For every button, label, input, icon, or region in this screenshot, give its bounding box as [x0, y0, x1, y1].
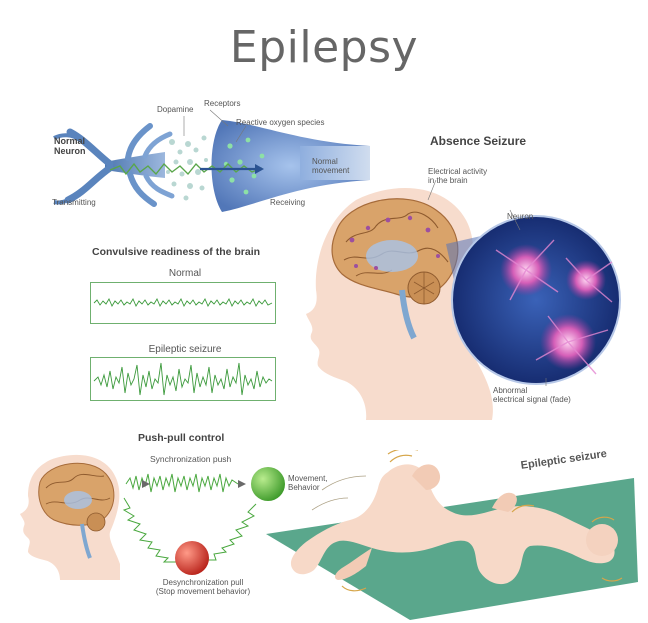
transmitting-label: Transmitting	[52, 198, 96, 207]
page-title: Epilepsy	[229, 22, 419, 73]
normal-eeg-panel	[90, 282, 276, 324]
normal-eeg-label: Normal	[168, 268, 202, 279]
seizure-eeg-label: Epileptic seizure	[148, 344, 222, 355]
seizure-eeg-panel	[90, 357, 276, 401]
neuron-label: Neuron	[507, 212, 534, 221]
dopamine-label: Dopamine	[157, 105, 194, 114]
receptors-label: Receptors	[204, 99, 241, 108]
epileptic-seizure-body-illustration	[266, 450, 638, 620]
receiving-label: Receiving	[270, 198, 306, 207]
sync-push-label: Synchronization push	[150, 454, 232, 464]
push-pull-illustration	[20, 454, 285, 580]
ros-label: Reactive oxygen species	[236, 118, 325, 127]
push-pull-title: Push-pull control	[138, 432, 225, 444]
electrical-activity-label: Electrical activity in the brain	[428, 167, 488, 186]
convulsive-title: Convulsive readiness of the brain	[92, 246, 261, 258]
absence-seizure-title: Absence Seizure	[430, 134, 527, 148]
normal-neuron-label: Normal Neuron	[54, 136, 86, 157]
absence-seizure-head-illustration	[306, 179, 621, 420]
desync-pull-label: Desynchronization pull (Stop movement be…	[155, 578, 251, 597]
neuron-synapse-illustration	[53, 109, 370, 212]
movement-behavior-label: Movement, Behavior	[288, 474, 328, 493]
normal-movement-label: Normal movement	[312, 157, 350, 176]
abnormal-signal-label: Abnormal electrical signal (fade)	[493, 386, 571, 405]
